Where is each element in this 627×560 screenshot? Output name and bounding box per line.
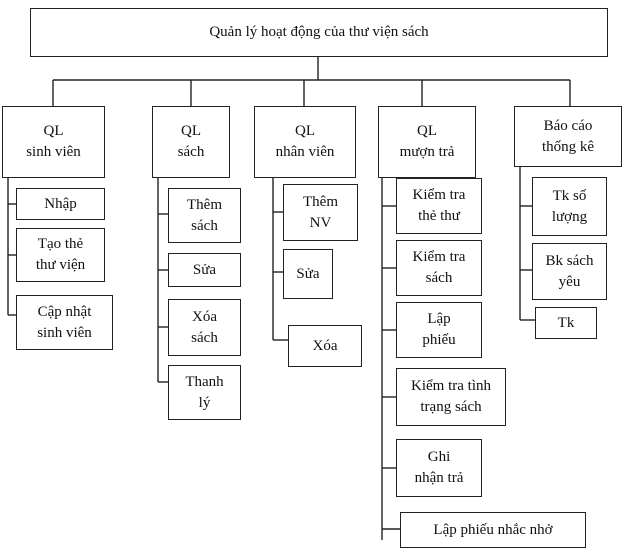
category-ql-nhan-vien: QL nhân viên (254, 106, 356, 178)
item-nhap: Nhập (16, 188, 105, 220)
item-lap-phieu: Lập phiếu (396, 302, 482, 358)
item-label: Ghi nhận trả (414, 449, 464, 486)
item-kiem-tra-tinh-trang-sach: Kiểm tra tình trạng sách (396, 368, 506, 426)
item-sua-sach: Sửa (168, 253, 241, 287)
item-them-nv: Thêm NV (283, 184, 358, 241)
item-label: Tk số lượng (551, 187, 588, 225)
item-sua-nv: Sửa (283, 249, 333, 299)
item-label: Thêm NV (303, 193, 338, 231)
root-label: Quản lý hoạt động của thư viện sách (209, 24, 429, 40)
item-label: Lập phiếu (422, 311, 456, 348)
category-ql-sach: QL sách (152, 106, 230, 178)
item-thanh-ly: Thanh lý (168, 365, 241, 420)
item-label: Xóa sách (191, 308, 218, 346)
root-node: Quản lý hoạt động của thư viện sách (30, 8, 608, 57)
item-label: Kiểm tra thẻ thư (412, 187, 466, 224)
item-label: Nhập (44, 195, 77, 212)
category-label: QL mượn trả (399, 123, 455, 160)
item-label: Lập phiếu nhắc nhở (433, 521, 553, 538)
item-label: Xóa (312, 337, 338, 354)
category-label: QL nhân viên (275, 123, 335, 160)
item-label: Cập nhật sinh viên (37, 303, 92, 341)
category-ql-muon-tra: QL mượn trả (378, 106, 476, 178)
item-lap-phieu-nhac-nho: Lập phiếu nhắc nhở (400, 512, 586, 548)
item-tk: Tk (535, 307, 597, 339)
category-ql-sinh-vien: QL sinh viên (2, 106, 105, 178)
item-tk-so-luong: Tk số lượng (532, 177, 607, 236)
category-label: QL sinh viên (26, 123, 81, 160)
item-xoa-sach: Xóa sách (168, 299, 241, 356)
item-kiem-tra-the-thu: Kiểm tra thẻ thư (396, 178, 482, 234)
item-bk-sach-yeu: Bk sách yêu (532, 243, 607, 300)
item-label: Thêm sách (187, 196, 222, 234)
item-label: Sửa (296, 265, 320, 282)
item-ghi-nhan-tra: Ghi nhận trả (396, 439, 482, 497)
item-label: Thanh lý (185, 373, 224, 411)
category-label: QL sách (177, 123, 205, 160)
item-label: Bk sách yêu (545, 252, 594, 290)
category-label: Báo cáo thống kê (541, 117, 595, 155)
item-label: Sửa (192, 261, 217, 278)
item-kiem-tra-sach: Kiểm tra sách (396, 240, 482, 296)
item-xoa-nv: Xóa (288, 325, 362, 367)
item-cap-nhat-sinh-vien: Cập nhật sinh viên (16, 295, 113, 350)
item-label: Kiểm tra tình trạng sách (411, 378, 491, 415)
item-label: Tk (557, 314, 575, 331)
item-them-sach: Thêm sách (168, 188, 241, 243)
item-tao-the-thu-vien: Tạo thẻ thư viện (16, 228, 105, 282)
category-bao-cao-thong-ke: Báo cáo thống kê (514, 106, 622, 167)
item-label: Kiểm tra sách (412, 249, 466, 286)
item-label: Tạo thẻ thư viện (35, 236, 86, 273)
